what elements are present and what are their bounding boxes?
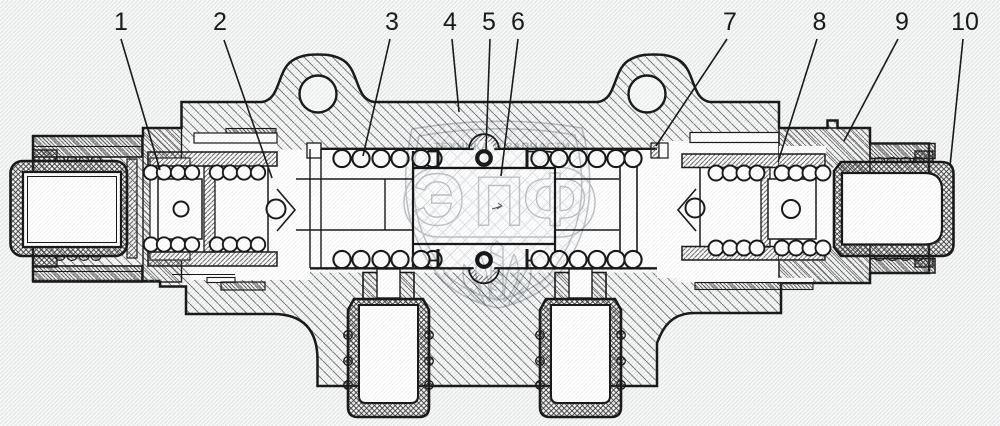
svg-text:ТЕХНИКА © ЗАПЧАСТИ: ТЕХНИКА © ЗАПЧАСТИ <box>433 141 570 153</box>
svg-text:Э: Э <box>413 160 465 241</box>
svg-text:10: 10 <box>951 8 979 36</box>
svg-text:4: 4 <box>443 8 457 36</box>
svg-text:3: 3 <box>385 8 399 36</box>
svg-text:П: П <box>474 162 524 240</box>
svg-text:5: 5 <box>482 8 496 36</box>
svg-text:9: 9 <box>895 8 909 36</box>
svg-text:Ф: Ф <box>523 157 587 241</box>
svg-text:2: 2 <box>213 8 227 36</box>
svg-text:6: 6 <box>511 8 525 36</box>
svg-text:8: 8 <box>813 8 827 36</box>
svg-text:7: 7 <box>723 8 737 36</box>
svg-text:1: 1 <box>114 8 128 36</box>
